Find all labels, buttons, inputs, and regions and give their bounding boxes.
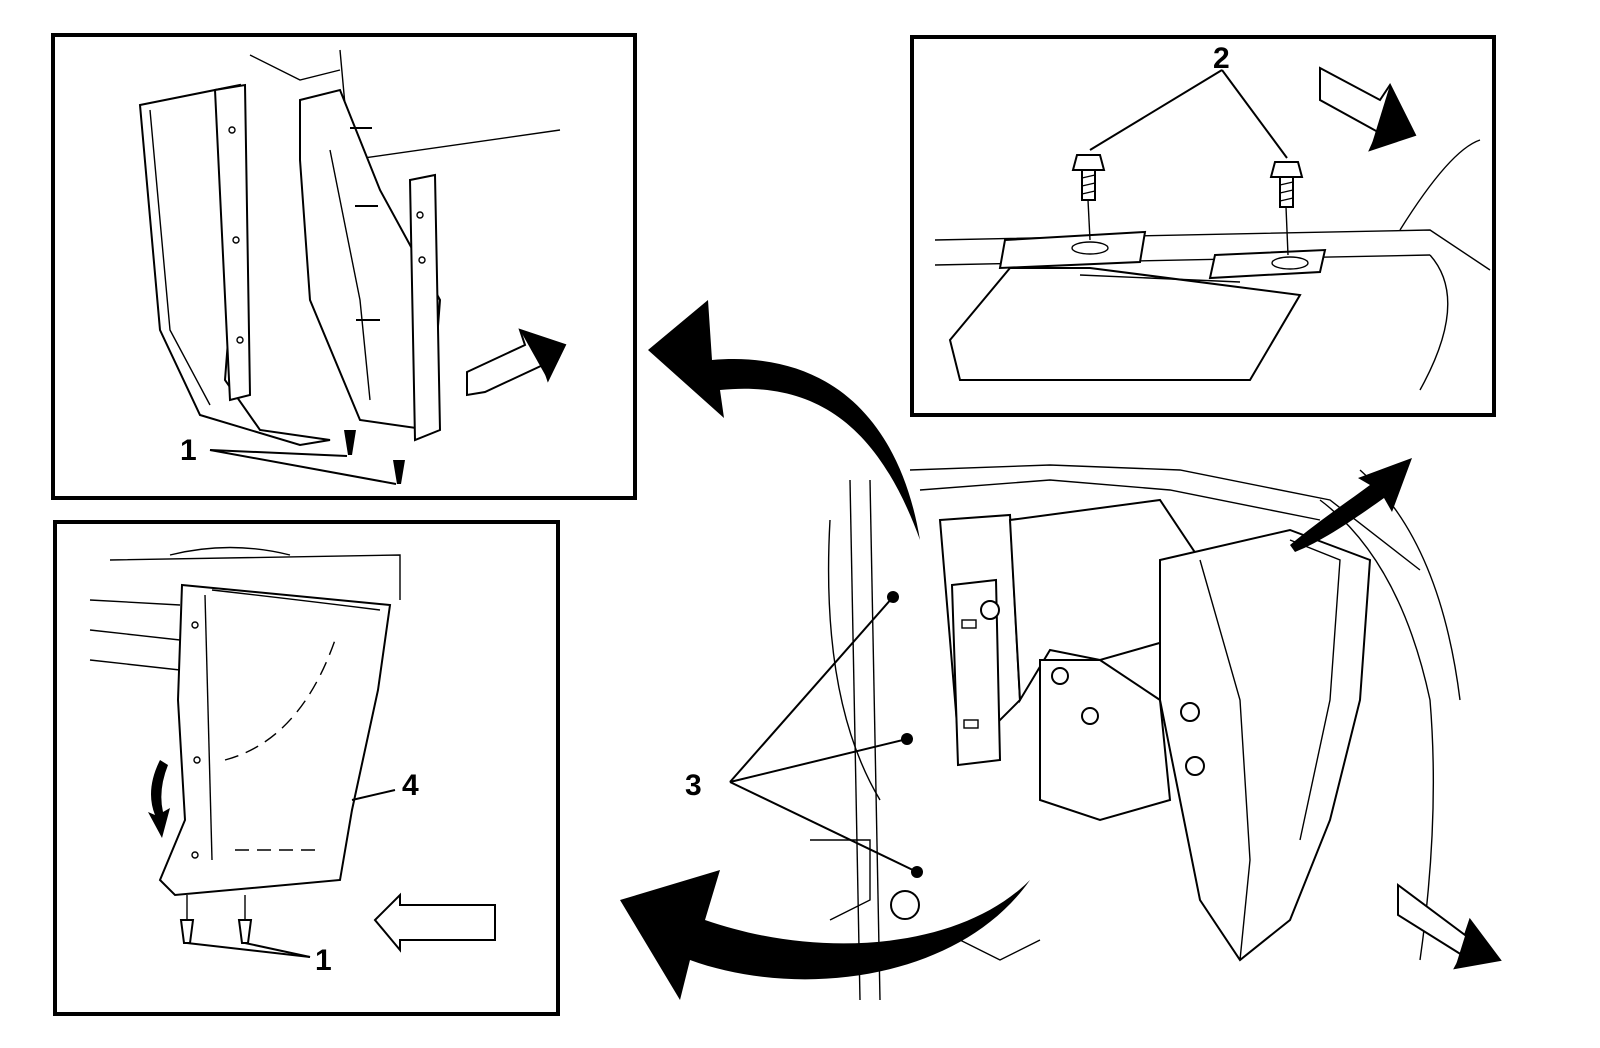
curved-arrow-to-bottom-left [620, 870, 1030, 1000]
bolt-2-right [1269, 161, 1304, 256]
inset-top-left [51, 33, 637, 500]
curved-arrow-to-top-left [648, 300, 920, 540]
callout-1-bottom-left: 1 [315, 944, 332, 977]
inset-top-right [910, 35, 1496, 417]
fastener-1-bottom-left-a [179, 919, 195, 944]
fastener-1-top-left-a [344, 430, 356, 455]
callout-3: 3 [685, 769, 702, 802]
direction-arrow-bottom-right [1397, 883, 1502, 970]
callout-2: 2 [1213, 42, 1230, 75]
fastener-1-bottom-left-b [237, 919, 253, 944]
callout-4: 4 [402, 769, 419, 802]
fastener-1-top-left-b [393, 460, 405, 484]
curved-arrow-to-top-right [1290, 458, 1412, 552]
main-view [729, 464, 1461, 1001]
small-curved-arrow [148, 760, 170, 838]
inset-bottom-left [53, 520, 560, 1016]
splash-shield-4 [158, 583, 392, 897]
direction-arrow-bottom-left [373, 892, 496, 953]
callout-1-top-left: 1 [180, 434, 197, 467]
bolt-2-left [1071, 154, 1106, 241]
